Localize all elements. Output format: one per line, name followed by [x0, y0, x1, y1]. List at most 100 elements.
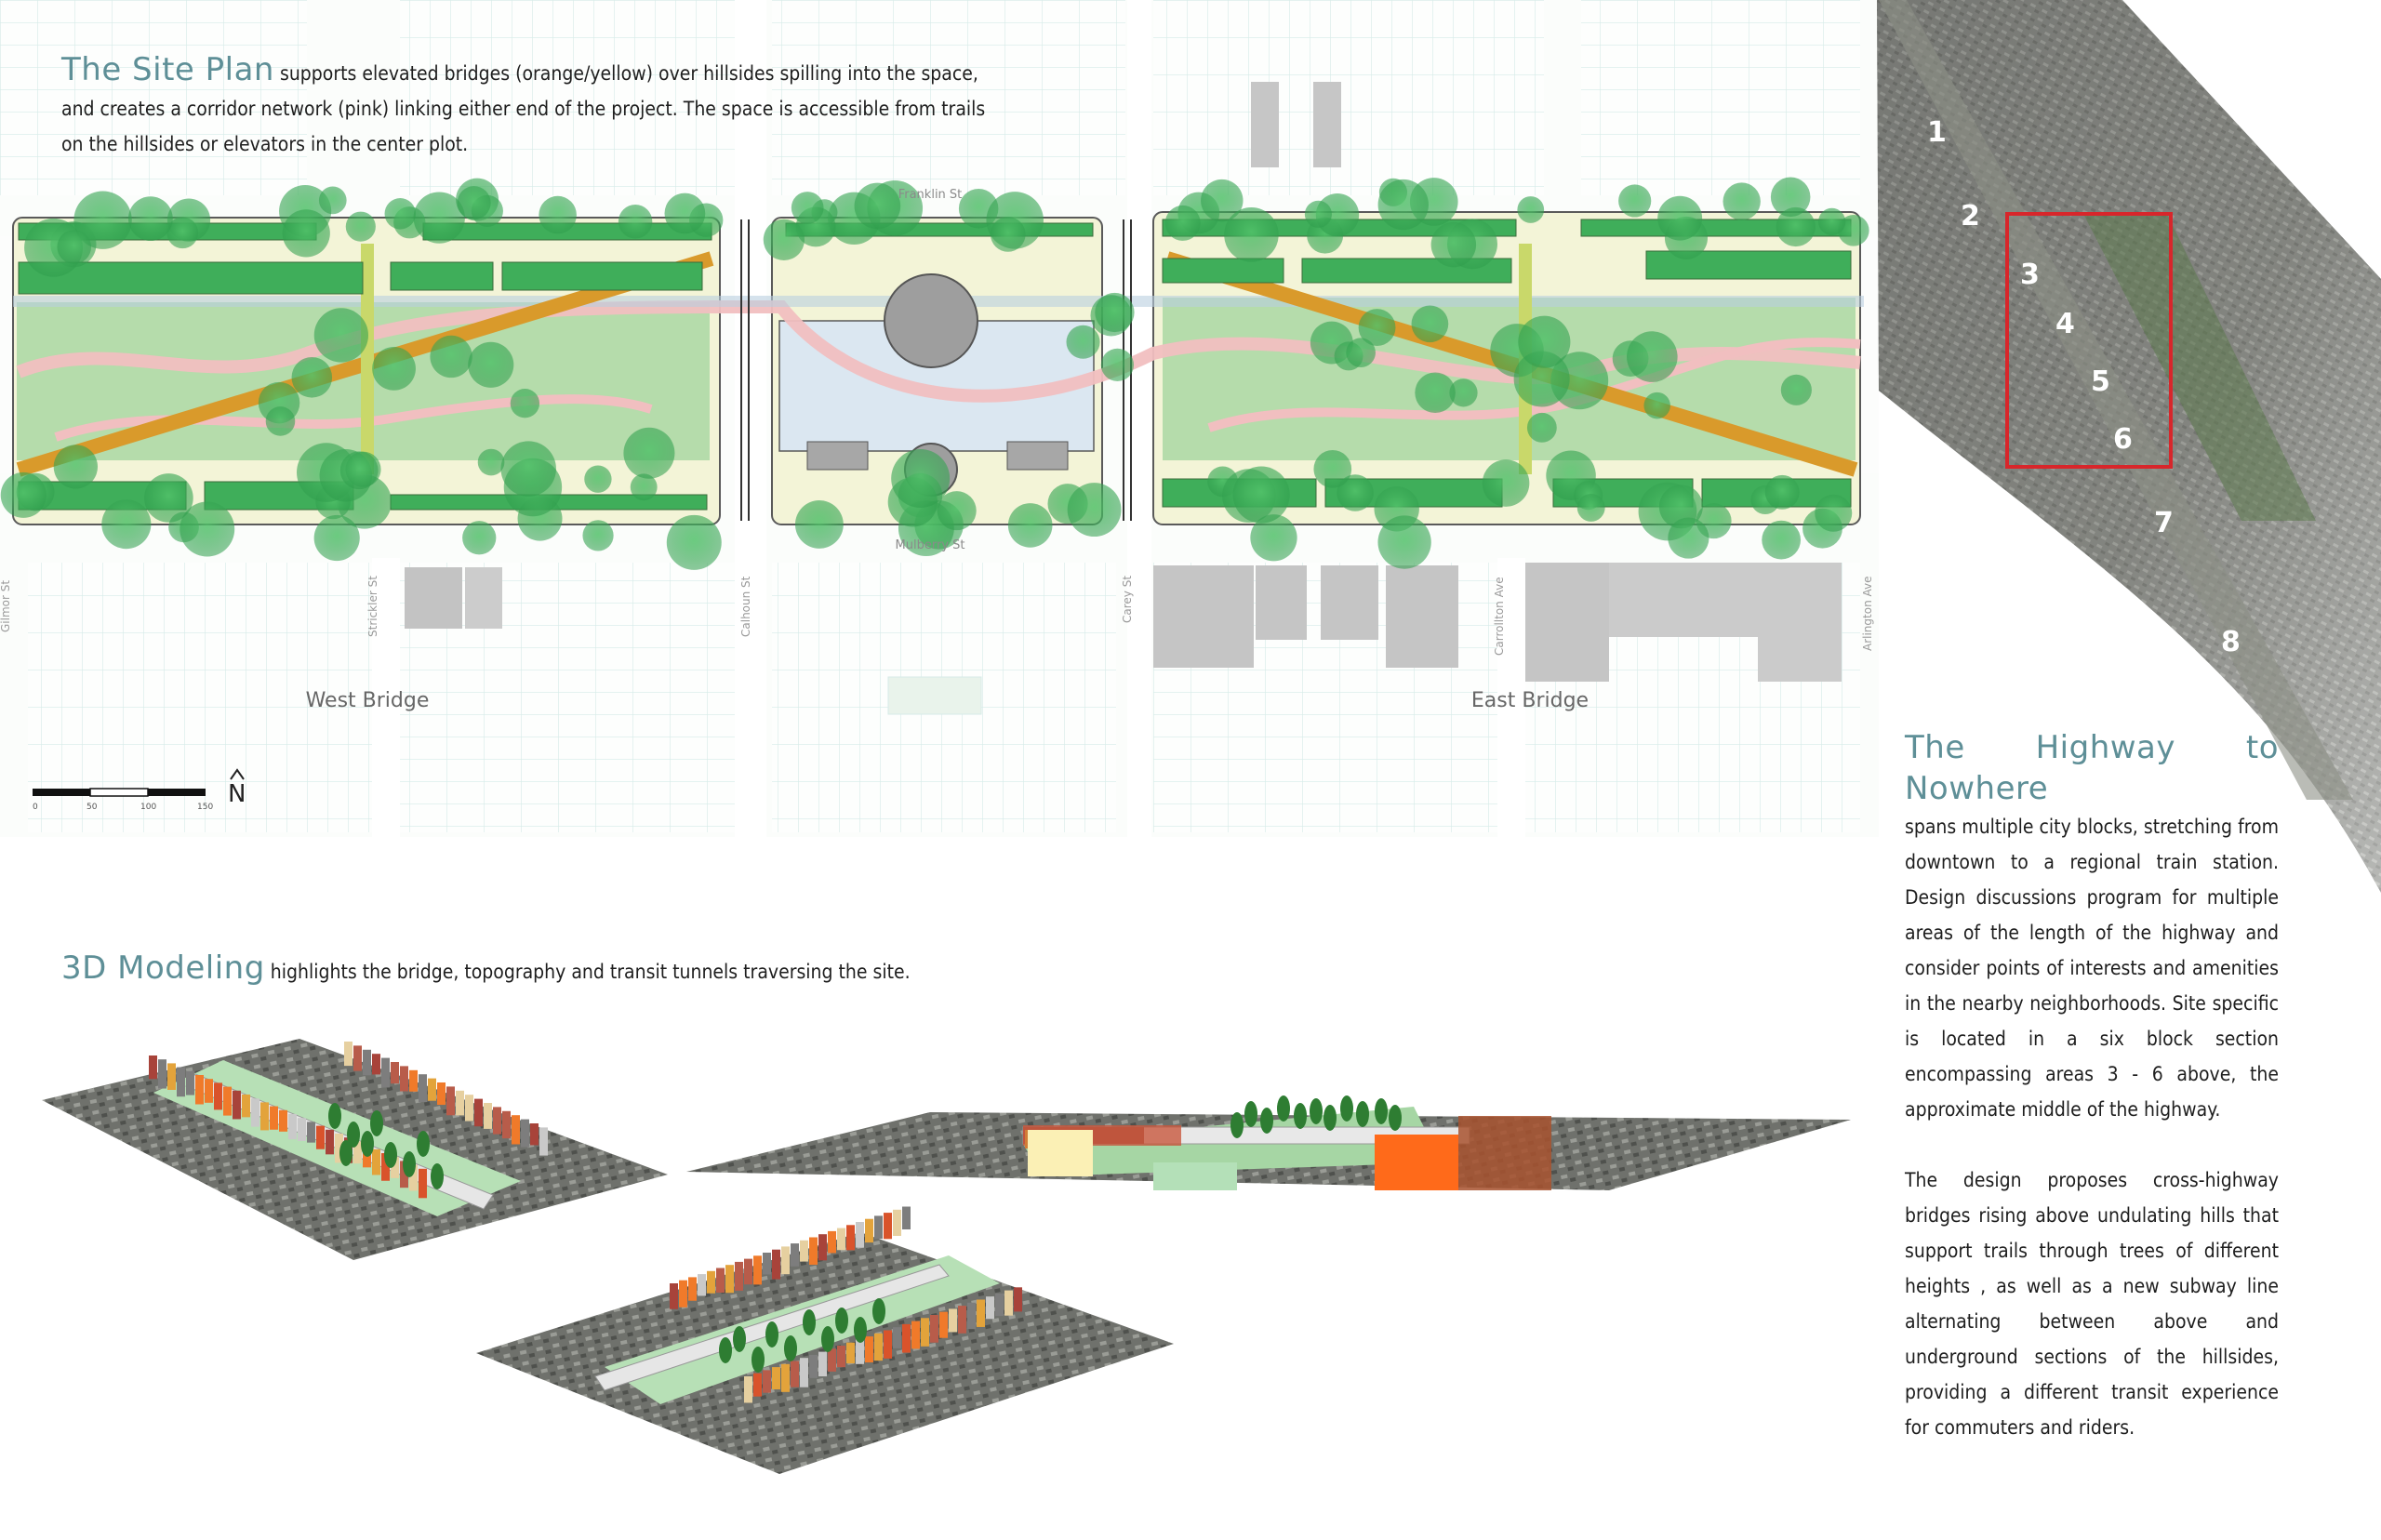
tree-canopy: [1224, 207, 1279, 262]
tree-canopy: [1762, 520, 1802, 560]
tree-canopy: [666, 514, 722, 570]
model-building: [409, 1069, 418, 1092]
model-building: [391, 1157, 399, 1178]
model-tree: [752, 1347, 765, 1373]
model-building: [995, 1293, 1004, 1317]
model-building: [372, 1148, 380, 1175]
model-building: [223, 1086, 232, 1116]
model-building: [474, 1098, 483, 1127]
model-building: [465, 1095, 473, 1122]
tree-canopy: [73, 191, 132, 249]
tree-canopy: [430, 335, 472, 378]
model-building: [326, 1129, 334, 1155]
carey-st-label: Carey St: [1121, 576, 1134, 623]
tree-canopy: [937, 491, 977, 531]
tree-canopy: [1817, 207, 1846, 236]
model-tree: [784, 1335, 797, 1361]
model-building: [372, 1054, 380, 1075]
model-building: [874, 1333, 883, 1361]
tree-canopy: [291, 357, 333, 398]
highway-paragraph-1: spans multiple city blocks, stretching f…: [1905, 816, 2279, 1121]
tree-canopy: [1377, 515, 1431, 569]
site-plan-description: supports elevated bridges (orange/yellow…: [61, 62, 986, 155]
tree-canopy: [127, 196, 173, 242]
model-building: [893, 1327, 901, 1348]
tree-canopy: [1100, 348, 1135, 381]
tree-canopy: [282, 209, 330, 258]
area-number-5: 5: [2091, 365, 2110, 398]
tree-canopy: [1377, 179, 1429, 231]
model-tree: [361, 1131, 374, 1157]
carrollton-ave-label: Carrollton Ave: [1493, 577, 1506, 656]
tree-canopy: [1313, 450, 1352, 488]
tree-canopy: [1430, 221, 1477, 268]
area-number-2: 2: [1961, 200, 1980, 232]
tree-canopy: [1776, 206, 1816, 247]
tree-canopy: [1668, 517, 1709, 559]
site-plan-description-block: The Site Plan supports elevated bridges …: [61, 52, 991, 162]
west-bridge-label: West Bridge: [306, 689, 430, 712]
tree-canopy: [1095, 292, 1135, 333]
model-views: [42, 1039, 1851, 1474]
model-building: [288, 1114, 297, 1140]
model-tree: [719, 1337, 732, 1363]
tree-canopy: [57, 230, 92, 264]
tree-canopy: [1780, 374, 1812, 405]
highway-paragraph-2: The design proposes cross-highway bridge…: [1905, 1169, 2279, 1439]
model-building: [846, 1342, 855, 1364]
model-tree: [765, 1321, 778, 1348]
model-building: [437, 1082, 446, 1106]
east-bridge-label: East Bridge: [1471, 689, 1589, 712]
model-tree: [803, 1309, 816, 1335]
tree-canopy: [265, 406, 296, 436]
model-building: [958, 1306, 966, 1334]
model-tree: [417, 1131, 430, 1157]
strickler-st-label: Strickler St: [366, 576, 379, 637]
tree-canopy: [1764, 474, 1800, 510]
arlington-ave-label: Arlington Ave: [1861, 577, 1874, 652]
highway-corridor: [1879, 0, 2353, 800]
model-tree: [328, 1103, 341, 1129]
model-tree: [347, 1122, 360, 1148]
site-plan-heading: The Site Plan: [61, 51, 274, 88]
model-building: [400, 1066, 408, 1092]
tree-canopy: [1723, 182, 1761, 220]
aerial-photo: 1 2 3 4 5 6 7 8: [1877, 0, 2381, 893]
tree-canopy: [180, 501, 235, 557]
model-building: [484, 1103, 492, 1129]
model-building: [353, 1045, 362, 1071]
model-building: [279, 1109, 287, 1132]
model-building: [977, 1299, 985, 1327]
model-tree: [370, 1110, 383, 1136]
model-building: [205, 1079, 213, 1103]
tree-canopy: [101, 499, 152, 550]
model-tree: [1244, 1101, 1257, 1127]
model-building: [186, 1070, 194, 1095]
model-building: [1014, 1287, 1022, 1312]
tree-canopy: [0, 471, 47, 518]
tree-canopy: [1517, 196, 1545, 223]
tree-canopy: [1304, 200, 1332, 228]
model-tree: [403, 1151, 416, 1177]
tree-canopy: [763, 219, 805, 260]
model-building: [921, 1318, 929, 1347]
tree-canopy: [1337, 474, 1374, 511]
tree-canopy: [313, 514, 360, 562]
model-tree: [1324, 1105, 1337, 1131]
tree-canopy: [582, 520, 614, 551]
model-building: [679, 1280, 687, 1308]
model-building: [865, 1336, 873, 1363]
model-building: [893, 1209, 901, 1237]
model-building: [874, 1215, 883, 1240]
model-building: [307, 1122, 315, 1143]
model-tree: [1260, 1108, 1273, 1134]
model-building: [865, 1218, 873, 1243]
tree-canopy: [1618, 184, 1652, 218]
tree-canopy: [1250, 514, 1297, 562]
tree-canopy: [990, 217, 1026, 252]
tree-canopy: [1067, 483, 1122, 538]
model-tree: [339, 1140, 352, 1166]
model-building: [512, 1115, 520, 1145]
model-building: [195, 1075, 204, 1105]
tree-canopy: [1657, 195, 1703, 241]
